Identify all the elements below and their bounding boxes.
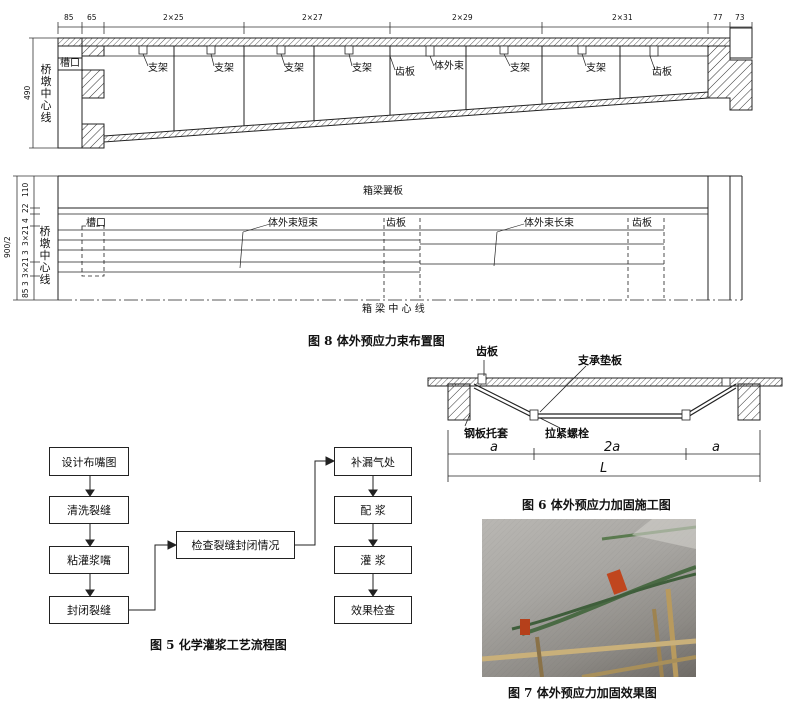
fig6-tooth-label: 齿板 <box>476 345 498 358</box>
fig7-caption: 图 7 体外预应力加固效果图 <box>508 686 657 700</box>
flow-step-check: 检查裂缝封闭情况 <box>176 531 295 559</box>
fig6-sleeve-label: 钢板托套 <box>464 427 508 440</box>
fig8-caption: 图 8 体外预应力束布置图 <box>308 334 445 348</box>
flow-step-design: 设计布嘴图 <box>49 447 129 476</box>
dim-85: 85 <box>64 13 74 22</box>
support-label-4: 支架 <box>352 63 372 74</box>
tooth-label-plan-1: 齿板 <box>386 218 406 229</box>
dim2-22: 22 <box>21 203 30 213</box>
fig8-left-dimension <box>29 37 58 149</box>
tooth-label-2: 齿板 <box>652 67 672 78</box>
tooth-label-plan-2: 齿板 <box>632 218 652 229</box>
dim-65: 65 <box>87 13 97 22</box>
support-label-1: 支架 <box>148 63 168 74</box>
flow-step-mix: 配 浆 <box>334 496 412 524</box>
support-label-5: 支架 <box>510 63 530 74</box>
fig6-support-pad-label: 支承垫板 <box>578 354 622 367</box>
fig6-a-right: a <box>712 440 720 455</box>
dim-2x27: 2×27 <box>302 13 323 22</box>
fig6-a-left: a <box>490 440 498 455</box>
fig5-caption: 图 5 化学灌浆工艺流程图 <box>150 638 287 652</box>
fig5-arrows <box>85 456 378 611</box>
fig6-drawing <box>427 360 783 482</box>
pier-centerline-label-plan: 桥墩中心线 <box>39 225 51 286</box>
dim2-total: 900/2 <box>3 236 12 258</box>
dim2-3b: 3 <box>21 281 30 286</box>
dim2-3x21-b: 3×21 <box>21 257 30 278</box>
short-tendon-label: 体外束短束 <box>268 218 318 229</box>
fig6-bolt-label: 拉紧螺栓 <box>545 427 589 440</box>
dim-2x25: 2×25 <box>163 13 184 22</box>
fig6-2a: 2a <box>604 440 621 455</box>
notch-label-plan: 槽口 <box>86 218 106 229</box>
dim-73: 73 <box>735 13 745 22</box>
dim-2x29: 2×29 <box>452 13 473 22</box>
flow-step-patch: 补漏气处 <box>334 447 412 476</box>
box-centerline-label: 箱 梁 中 心 线 <box>362 304 425 315</box>
dim2-4: 4 <box>21 218 30 223</box>
fig8-top-dimension <box>57 22 753 34</box>
fig7-photo-scene <box>482 519 696 677</box>
flow-step-grout: 灌 浆 <box>334 546 412 574</box>
fig8-elevation <box>57 27 753 149</box>
pier-centerline-label: 桥墩中心线 <box>40 63 52 124</box>
flow-step-verify: 效果检查 <box>334 596 412 624</box>
dim-77: 77 <box>713 13 723 22</box>
tooth-label-1: 齿板 <box>395 67 415 78</box>
flange-label: 箱梁翼板 <box>363 186 403 197</box>
dim2-110: 110 <box>21 182 30 197</box>
dim2-3: 3 <box>21 250 30 255</box>
notch-label: 槽口 <box>60 58 80 69</box>
dim2-3x21-a: 3×21 <box>21 225 30 246</box>
flow-step-seal: 封闭裂缝 <box>49 596 129 624</box>
flow-step-nozzle: 粘灌浆嘴 <box>49 546 129 574</box>
dim-2x31: 2×31 <box>612 13 633 22</box>
fig6-L: L <box>600 461 608 476</box>
fig7-photo <box>482 519 696 677</box>
support-label-2: 支架 <box>214 63 234 74</box>
fig8-plan-left-dimension <box>13 175 58 301</box>
long-tendon-label: 体外束长束 <box>524 218 574 229</box>
fig8-plan <box>57 175 743 301</box>
tendon-label: 体外束 <box>434 61 464 72</box>
support-label-3: 支架 <box>284 63 304 74</box>
fig6-caption: 图 6 体外预应力加固施工图 <box>522 498 671 512</box>
support-label-6: 支架 <box>586 63 606 74</box>
flow-step-clean: 清洗裂缝 <box>49 496 129 524</box>
dim-490: 490 <box>23 85 32 100</box>
dim2-85: 85 <box>21 288 30 298</box>
